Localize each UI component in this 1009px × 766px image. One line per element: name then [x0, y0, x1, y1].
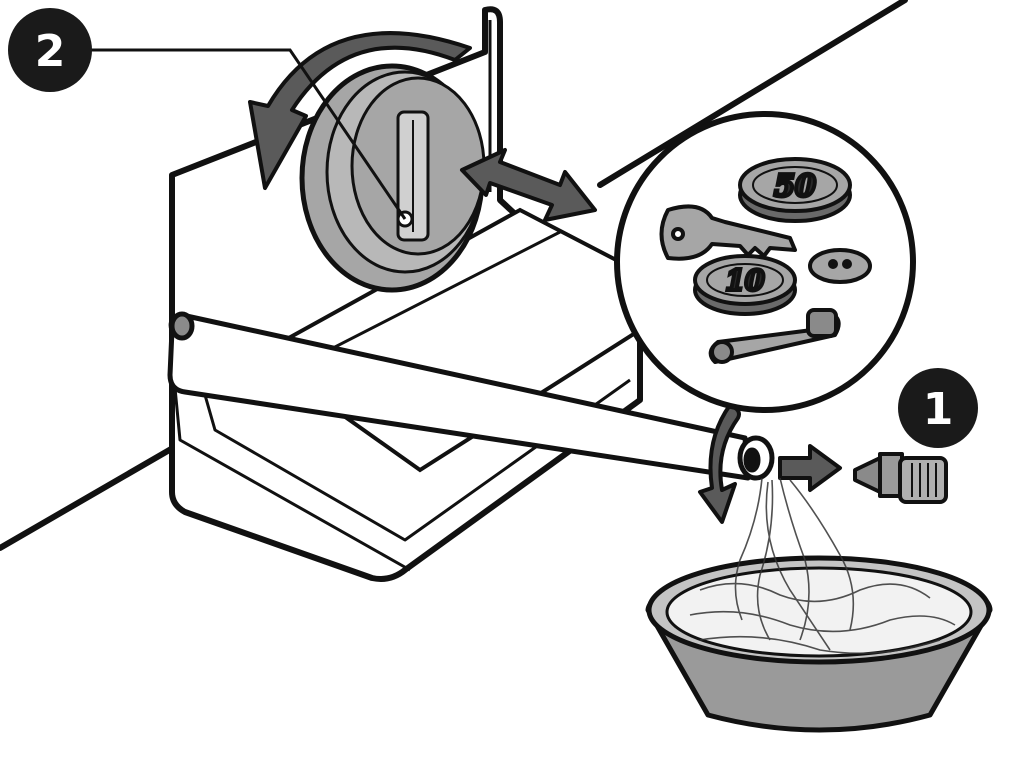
- step-2-badge: 2: [8, 8, 92, 92]
- coin-icon: 50: [738, 157, 852, 223]
- coin-icon: 10: [693, 254, 797, 316]
- step-2-label: 2: [35, 26, 66, 77]
- zoom-inset: 50 10: [614, 111, 916, 413]
- key-icon: [659, 204, 797, 261]
- floor-lines: [0, 0, 908, 551]
- plug-icon: [853, 452, 948, 504]
- step-1-label: 1: [923, 384, 954, 435]
- pull-arrow-icon: [460, 148, 597, 222]
- coin-10-label: 10: [726, 264, 765, 297]
- safety-pin-icon: [708, 308, 841, 364]
- water-stream: [689, 477, 956, 655]
- pour-arrow-icon: [698, 403, 741, 524]
- button-icon: [808, 248, 872, 284]
- drain-hose: [167, 311, 775, 481]
- filter-plug: [299, 63, 486, 293]
- step-2-leader: [88, 48, 407, 220]
- step-1-badge: 1: [898, 368, 978, 448]
- arrow-right-icon: [778, 444, 842, 492]
- bowl-icon: [645, 555, 993, 733]
- coin-50-label: 50: [774, 169, 816, 204]
